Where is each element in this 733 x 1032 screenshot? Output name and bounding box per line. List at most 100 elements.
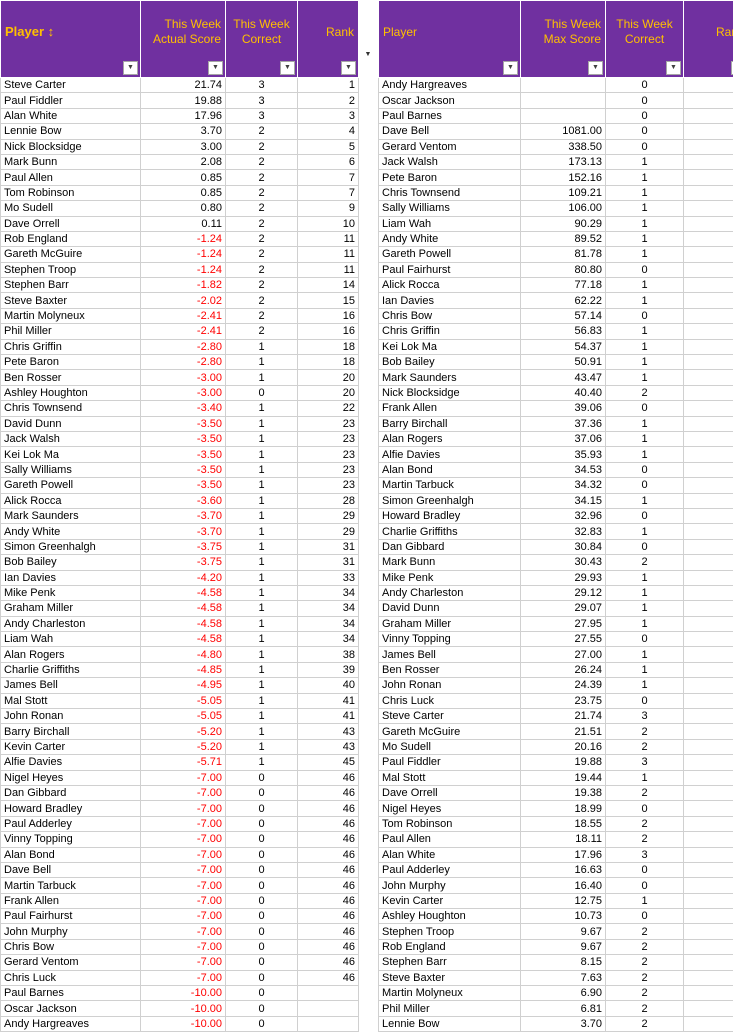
cell-player[interactable]: Tom Robinson [379, 816, 521, 831]
cell-player[interactable]: Jack Walsh [1, 431, 141, 446]
cell-correct[interactable]: 1 [606, 278, 684, 293]
cell-correct[interactable]: 0 [226, 785, 298, 800]
cell-score[interactable] [521, 78, 606, 93]
cell-score[interactable]: -4.58 [141, 632, 226, 647]
cell-score[interactable]: -5.20 [141, 739, 226, 754]
cell-correct[interactable]: 2 [226, 262, 298, 277]
cell-score[interactable]: -10.00 [141, 986, 226, 1001]
cell-correct[interactable]: 1 [606, 616, 684, 631]
cell-player[interactable]: Liam Wah [379, 216, 521, 231]
cell-correct[interactable]: 2 [226, 139, 298, 154]
cell-correct[interactable]: 0 [226, 1001, 298, 1016]
cell-rank[interactable]: 47 [684, 832, 733, 847]
cell-score[interactable]: -3.50 [141, 478, 226, 493]
cell-score[interactable]: -1.24 [141, 231, 226, 246]
cell-player[interactable]: Chris Luck [379, 693, 521, 708]
cell-score[interactable]: 0.80 [141, 201, 226, 216]
cell-player[interactable]: John Murphy [379, 878, 521, 893]
cell-correct[interactable]: 0 [606, 139, 684, 154]
cell-score[interactable]: -4.58 [141, 601, 226, 616]
cell-rank[interactable]: 23 [298, 462, 359, 477]
cell-correct[interactable]: 0 [226, 909, 298, 924]
cell-correct[interactable]: 0 [226, 385, 298, 400]
cell-rank[interactable]: 20 [298, 370, 359, 385]
cell-rank[interactable]: 55 [684, 955, 733, 970]
cell-player[interactable]: Gareth Powell [379, 247, 521, 262]
cell-correct[interactable]: 0 [606, 78, 684, 93]
cell-player[interactable]: Nigel Heyes [379, 801, 521, 816]
cell-score[interactable]: 152.16 [521, 170, 606, 185]
cell-rank[interactable]: 43 [298, 739, 359, 754]
cell-score[interactable]: -3.75 [141, 539, 226, 554]
cell-score[interactable]: 34.32 [521, 478, 606, 493]
cell-player[interactable]: Frank Allen [1, 893, 141, 908]
cell-correct[interactable]: 0 [606, 308, 684, 323]
cell-player[interactable]: Oscar Jackson [1, 1001, 141, 1016]
cell-score[interactable]: -3.60 [141, 493, 226, 508]
filter-dropdown-icon[interactable]: ▼ [208, 61, 223, 75]
cell-player[interactable]: Nigel Heyes [1, 770, 141, 785]
cell-rank[interactable]: 5 [684, 185, 733, 200]
cell-rank[interactable]: 46 [298, 893, 359, 908]
cell-score[interactable]: 23.75 [521, 693, 606, 708]
cell-player[interactable]: Sally Williams [1, 462, 141, 477]
cell-player[interactable]: Martin Molyneux [1, 308, 141, 323]
cell-rank[interactable]: 11 [298, 247, 359, 262]
cell-score[interactable]: -7.00 [141, 955, 226, 970]
cell-rank[interactable]: 2 [298, 93, 359, 108]
cell-player[interactable]: Mal Stott [379, 770, 521, 785]
cell-correct[interactable]: 2 [606, 1001, 684, 1016]
cell-score[interactable]: 9.67 [521, 924, 606, 939]
cell-rank[interactable]: 49 [684, 862, 733, 877]
cell-player[interactable]: Mike Penk [379, 570, 521, 585]
cell-correct[interactable]: 2 [606, 785, 684, 800]
cell-player[interactable]: Oscar Jackson [379, 93, 521, 108]
cell-player[interactable]: Ben Rosser [379, 662, 521, 677]
cell-correct[interactable]: 1 [226, 416, 298, 431]
cell-correct[interactable]: 3 [226, 93, 298, 108]
cell-rank[interactable]: 48 [684, 847, 733, 862]
cell-score[interactable]: -10.00 [141, 1001, 226, 1016]
cell-correct[interactable]: 2 [226, 185, 298, 200]
filter-dropdown-icon[interactable]: ▼ [280, 61, 295, 75]
cell-rank[interactable]: 58 [684, 1001, 733, 1016]
cell-score[interactable]: 18.99 [521, 801, 606, 816]
cell-score[interactable]: 19.44 [521, 770, 606, 785]
cell-rank[interactable]: 43 [298, 724, 359, 739]
cell-player[interactable]: Paul Fiddler [379, 755, 521, 770]
cell-player[interactable]: Pete Baron [379, 170, 521, 185]
cell-score[interactable]: -3.75 [141, 555, 226, 570]
cell-player[interactable]: Paul Allen [379, 832, 521, 847]
cell-player[interactable]: Rob England [1, 231, 141, 246]
cell-player[interactable]: Andy Hargreaves [1, 1016, 141, 1031]
cell-player[interactable]: Mark Bunn [379, 555, 521, 570]
cell-player[interactable]: Kei Lok Ma [1, 447, 141, 462]
cell-rank[interactable]: 46 [298, 832, 359, 847]
cell-correct[interactable]: 0 [226, 832, 298, 847]
cell-score[interactable]: -2.41 [141, 324, 226, 339]
cell-score[interactable]: 0.85 [141, 170, 226, 185]
cell-score[interactable]: -7.00 [141, 924, 226, 939]
cell-player[interactable]: Alick Rocca [1, 493, 141, 508]
cell-player[interactable]: Ian Davies [1, 570, 141, 585]
cell-player[interactable]: Charlie Griffiths [1, 662, 141, 677]
cell-rank[interactable]: 4 [298, 124, 359, 139]
cell-score[interactable]: 62.22 [521, 293, 606, 308]
cell-score[interactable]: -2.02 [141, 293, 226, 308]
header-correct-left[interactable]: This Week Correct▼ [226, 1, 298, 78]
cell-correct[interactable]: 0 [226, 924, 298, 939]
cell-rank[interactable]: 23 [298, 447, 359, 462]
cell-score[interactable]: -4.95 [141, 678, 226, 693]
cell-correct[interactable]: 1 [606, 216, 684, 231]
cell-player[interactable]: Mark Saunders [1, 508, 141, 523]
cell-player[interactable]: Alan Rogers [1, 647, 141, 662]
cell-score[interactable]: -4.58 [141, 585, 226, 600]
cell-rank[interactable]: 34 [298, 585, 359, 600]
cell-correct[interactable]: 0 [226, 955, 298, 970]
cell-correct[interactable]: 2 [606, 832, 684, 847]
cell-player[interactable]: Howard Bradley [379, 508, 521, 523]
cell-player[interactable]: Kevin Carter [379, 893, 521, 908]
cell-score[interactable]: 50.91 [521, 355, 606, 370]
cell-rank[interactable]: 29 [684, 555, 733, 570]
cell-player[interactable]: Chris Townsend [1, 401, 141, 416]
